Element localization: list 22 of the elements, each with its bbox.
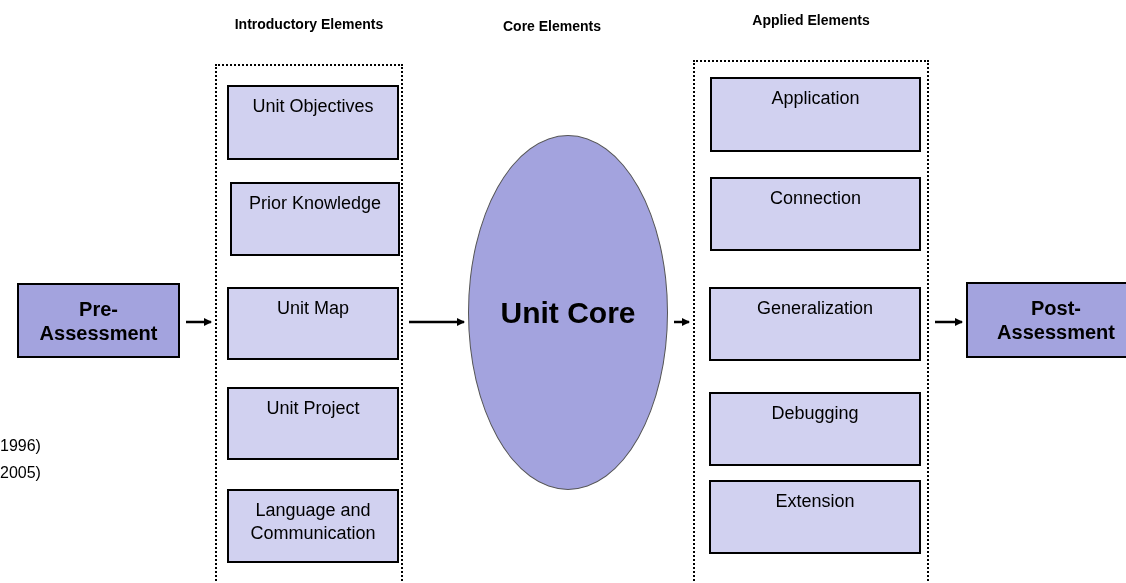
element-box: Application <box>710 77 921 152</box>
group-heading: Introductory Elements <box>233 16 385 32</box>
arrow <box>186 318 212 326</box>
element-box: Language and Communication <box>227 489 399 563</box>
assessment-box: Pre- Assessment <box>17 283 180 358</box>
element-box: Extension <box>709 480 921 554</box>
element-box: Debugging <box>709 392 921 466</box>
column-heading: Core Elements <box>503 18 602 34</box>
element-box: Prior Knowledge <box>230 182 400 256</box>
group-heading: Applied Elements <box>751 12 871 28</box>
note-text: 2005) <box>0 464 41 482</box>
note-text: 1996) <box>0 437 41 455</box>
core-ellipse: Unit Core <box>468 135 668 490</box>
arrow <box>935 318 963 326</box>
arrow <box>409 318 465 326</box>
arrow <box>674 318 690 326</box>
element-box: Unit Project <box>227 387 399 460</box>
element-box: Connection <box>710 177 921 251</box>
element-box: Unit Objectives <box>227 85 399 160</box>
assessment-box: Post- Assessment <box>966 282 1126 358</box>
element-box: Generalization <box>709 287 921 361</box>
element-box: Unit Map <box>227 287 399 360</box>
